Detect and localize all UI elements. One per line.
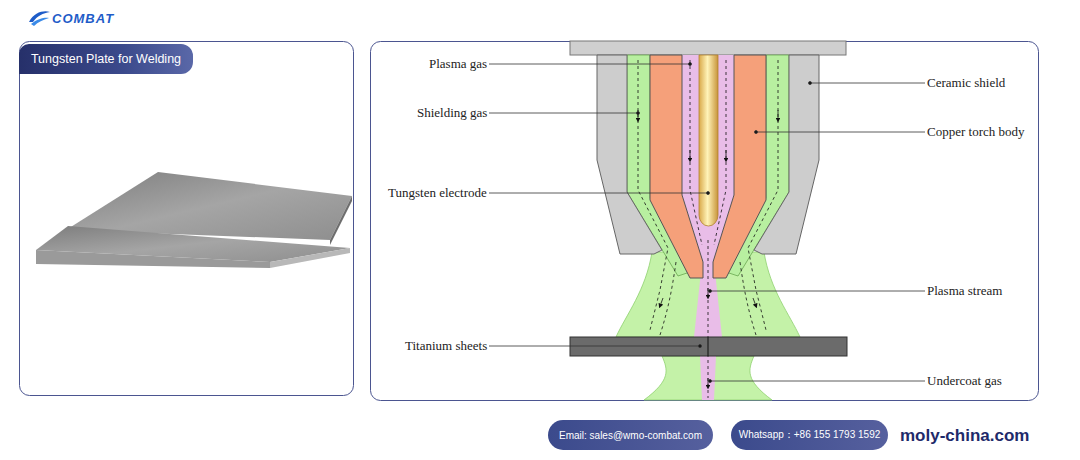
part-label: Plasma gas — [429, 56, 487, 72]
part-label: Titanium sheets — [405, 338, 487, 354]
website-label: moly-china.com — [900, 428, 1029, 444]
leader-lines — [489, 63, 925, 383]
tungsten-electrode — [699, 55, 718, 226]
leader-line — [710, 381, 925, 382]
flow-arrow — [708, 378, 709, 387]
plate-side — [270, 248, 350, 268]
leader-dot — [709, 380, 712, 383]
part-label: Plasma stream — [927, 283, 1002, 299]
leader-line — [489, 64, 690, 65]
node-text: Email: sales@wmo-combat.com — [559, 430, 702, 441]
leader-dot — [809, 82, 812, 85]
leader-dot — [755, 131, 758, 134]
diagram-panel — [371, 42, 1039, 401]
leader-line — [810, 83, 925, 84]
plate-side — [36, 250, 270, 268]
node-text: Tungsten Plate for Welding — [31, 52, 181, 66]
flow-arrow — [660, 298, 663, 306]
product-panel — [20, 42, 354, 396]
plate-side — [330, 196, 352, 245]
flow-line — [660, 262, 676, 335]
copper-torch-body — [650, 55, 703, 278]
flow-line — [708, 240, 709, 398]
flow-line — [638, 60, 668, 330]
brand-logo: COMBAT — [52, 11, 114, 27]
contact-pill: Email: sales@wmo-combat.com — [548, 420, 713, 450]
titanium-sheet — [570, 337, 847, 356]
leader-dot — [707, 192, 710, 195]
torch-cap — [570, 41, 846, 55]
flow-arrow — [638, 110, 639, 120]
flow-arrow — [708, 288, 709, 297]
flow-arrow — [690, 150, 691, 160]
leader-line — [489, 346, 700, 347]
torch-half — [597, 55, 703, 335]
leader-dot — [637, 112, 640, 115]
leader-line — [489, 113, 638, 114]
part-label: Shielding gas — [417, 105, 487, 121]
node-text: Whatsapp：+86 155 1793 1592 — [739, 428, 881, 442]
part-label: Undercoat gas — [927, 373, 1002, 389]
title-badge: Tungsten Plate for Welding — [19, 44, 193, 74]
part-label: Tungsten electrode — [388, 185, 487, 201]
leader-line — [756, 132, 925, 133]
tungsten-plate-image — [36, 172, 352, 268]
logo-swoosh — [31, 18, 49, 26]
leader-line — [489, 193, 708, 194]
contact-pill: Whatsapp：+86 155 1793 1592 — [731, 420, 888, 450]
leader-dot — [689, 63, 692, 66]
leader-line — [710, 291, 925, 292]
torch-half — [713, 55, 819, 335]
part-label: Ceramic shield — [927, 75, 1005, 91]
weld-seam — [708, 337, 709, 356]
part-label: Copper torch body — [927, 124, 1024, 140]
leader-dot — [699, 345, 702, 348]
leader-dot — [709, 290, 712, 293]
